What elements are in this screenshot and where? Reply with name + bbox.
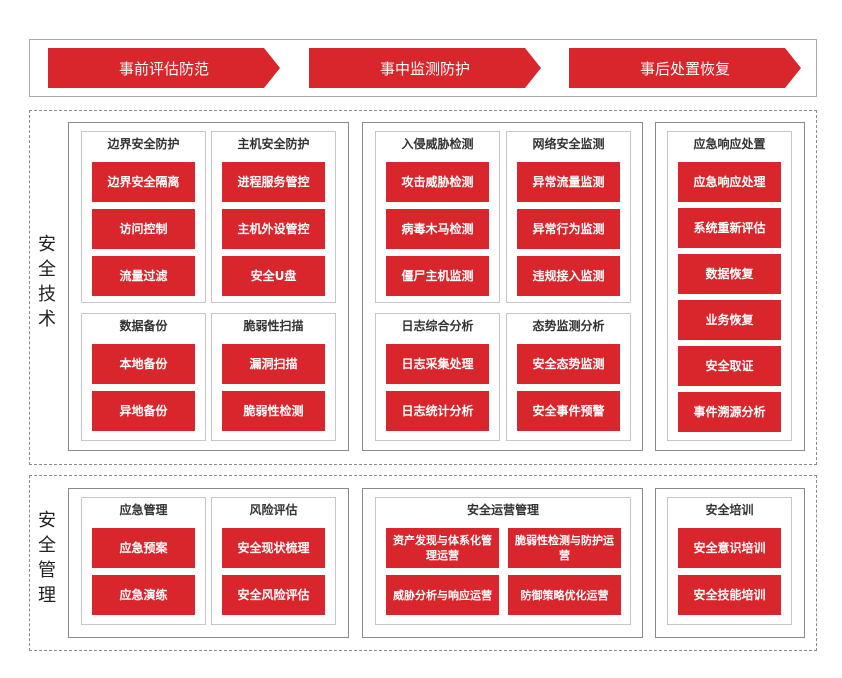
item-abnormal-behavior: 异常行为监测 xyxy=(517,209,620,249)
phase-during: 事中监测防护 xyxy=(309,48,541,88)
item-asset-discovery-ops: 资产发现与体系化管理运营 xyxy=(386,528,499,568)
item-illegal-access: 违规接入监测 xyxy=(517,256,620,296)
section-security-technology xyxy=(29,110,817,465)
box-title: 安全培训 xyxy=(705,503,754,517)
box-situation-analysis: 态势监测分析 安全态势监测 安全事件预警 xyxy=(506,313,631,441)
item-defense-strategy-ops: 防御策略优化运营 xyxy=(508,575,621,615)
box-data-backup: 数据备份 本地备份 异地备份 xyxy=(81,313,206,441)
item-skill-training: 安全技能培训 xyxy=(678,575,781,615)
item-response-handling: 应急响应处理 xyxy=(678,162,781,202)
box-emergency-response: 应急响应处置 应急响应处理 系统重新评估 数据恢复 业务恢复 安全取证 事件溯源… xyxy=(667,131,792,441)
item-abnormal-traffic: 异常流量监测 xyxy=(517,162,620,202)
item-status-review: 安全现状梳理 xyxy=(222,528,325,568)
box-emergency-management: 应急管理 应急预案 应急演练 xyxy=(81,497,206,625)
item-log-collection: 日志采集处理 xyxy=(386,344,489,384)
box-host-protection: 主机安全防护 进程服务管控 主机外设管控 安全U盘 xyxy=(211,131,336,303)
item-vuln-protection-ops: 脆弱性检测与防护运营 xyxy=(508,528,621,568)
box-title: 脆弱性扫描 xyxy=(243,319,304,333)
item-process-control: 进程服务管控 xyxy=(222,162,325,202)
section-security-management xyxy=(29,475,817,651)
box-risk-assessment: 风险评估 安全现状梳理 安全风险评估 xyxy=(211,497,336,625)
box-vulnerability-scan: 脆弱性扫描 漏洞扫描 脆弱性检测 xyxy=(211,313,336,441)
box-boundary-protection: 边界安全防护 边界安全隔离 访问控制 流量过滤 xyxy=(81,131,206,303)
item-boundary-isolation: 边界安全隔离 xyxy=(92,162,195,202)
item-emergency-plan: 应急预案 xyxy=(92,528,195,568)
box-title: 数据备份 xyxy=(119,319,168,333)
item-risk-evaluation: 安全风险评估 xyxy=(222,575,325,615)
box-title: 日志综合分析 xyxy=(401,319,474,333)
item-threat-response-ops: 威胁分析与响应运营 xyxy=(386,575,499,615)
item-access-control: 访问控制 xyxy=(92,209,195,249)
box-security-training: 安全培训 安全意识培训 安全技能培训 xyxy=(667,497,792,625)
item-emergency-drill: 应急演练 xyxy=(92,575,195,615)
item-situation-monitoring: 安全态势监测 xyxy=(517,344,620,384)
box-title: 网络安全监测 xyxy=(532,137,605,151)
item-botnet-monitoring: 僵尸主机监测 xyxy=(386,256,489,296)
phase-post: 事后处置恢复 xyxy=(569,48,801,88)
box-security-operations: 安全运营管理 资产发现与体系化管理运营 脆弱性检测与防护运营 威胁分析与响应运营… xyxy=(375,497,631,625)
item-local-backup: 本地备份 xyxy=(92,344,195,384)
item-business-recovery: 业务恢复 xyxy=(678,300,781,340)
box-network-monitoring: 网络安全监测 异常流量监测 异常行为监测 违规接入监测 xyxy=(506,131,631,303)
item-vuln-scan: 漏洞扫描 xyxy=(222,344,325,384)
item-awareness-training: 安全意识培训 xyxy=(678,528,781,568)
item-attack-detection: 攻击威胁检测 xyxy=(386,162,489,202)
item-secure-usb: 安全U盘 xyxy=(222,256,325,296)
item-system-reassessment: 系统重新评估 xyxy=(678,208,781,248)
item-traffic-filtering: 流量过滤 xyxy=(92,256,195,296)
phase-bar: 事前评估防范 事中监测防护 事后处置恢复 xyxy=(29,39,817,97)
item-event-tracing: 事件溯源分析 xyxy=(678,392,781,432)
item-remote-backup: 异地备份 xyxy=(92,391,195,431)
item-log-statistics: 日志统计分析 xyxy=(386,391,489,431)
box-title: 态势监测分析 xyxy=(532,319,605,333)
box-intrusion-detection: 入侵威胁检测 攻击威胁检测 病毒木马检测 僵尸主机监测 xyxy=(375,131,500,303)
box-title: 主机安全防护 xyxy=(237,137,310,151)
section-label-technology: 安 全 技 术 xyxy=(38,234,56,330)
box-title: 应急管理 xyxy=(119,503,168,517)
item-vuln-detection: 脆弱性检测 xyxy=(222,391,325,431)
item-event-warning: 安全事件预警 xyxy=(517,391,620,431)
box-title: 边界安全防护 xyxy=(107,137,180,151)
box-title: 风险评估 xyxy=(249,503,298,517)
item-peripheral-control: 主机外设管控 xyxy=(222,209,325,249)
item-forensics: 安全取证 xyxy=(678,346,781,386)
section-label-management: 安 全 管 理 xyxy=(38,510,56,606)
box-title: 入侵威胁检测 xyxy=(401,137,474,151)
item-virus-detection: 病毒木马检测 xyxy=(386,209,489,249)
box-title: 应急响应处置 xyxy=(693,137,766,151)
box-title: 安全运营管理 xyxy=(466,503,539,517)
box-log-analysis: 日志综合分析 日志采集处理 日志统计分析 xyxy=(375,313,500,441)
item-data-recovery: 数据恢复 xyxy=(678,254,781,294)
phase-pre: 事前评估防范 xyxy=(48,48,280,88)
